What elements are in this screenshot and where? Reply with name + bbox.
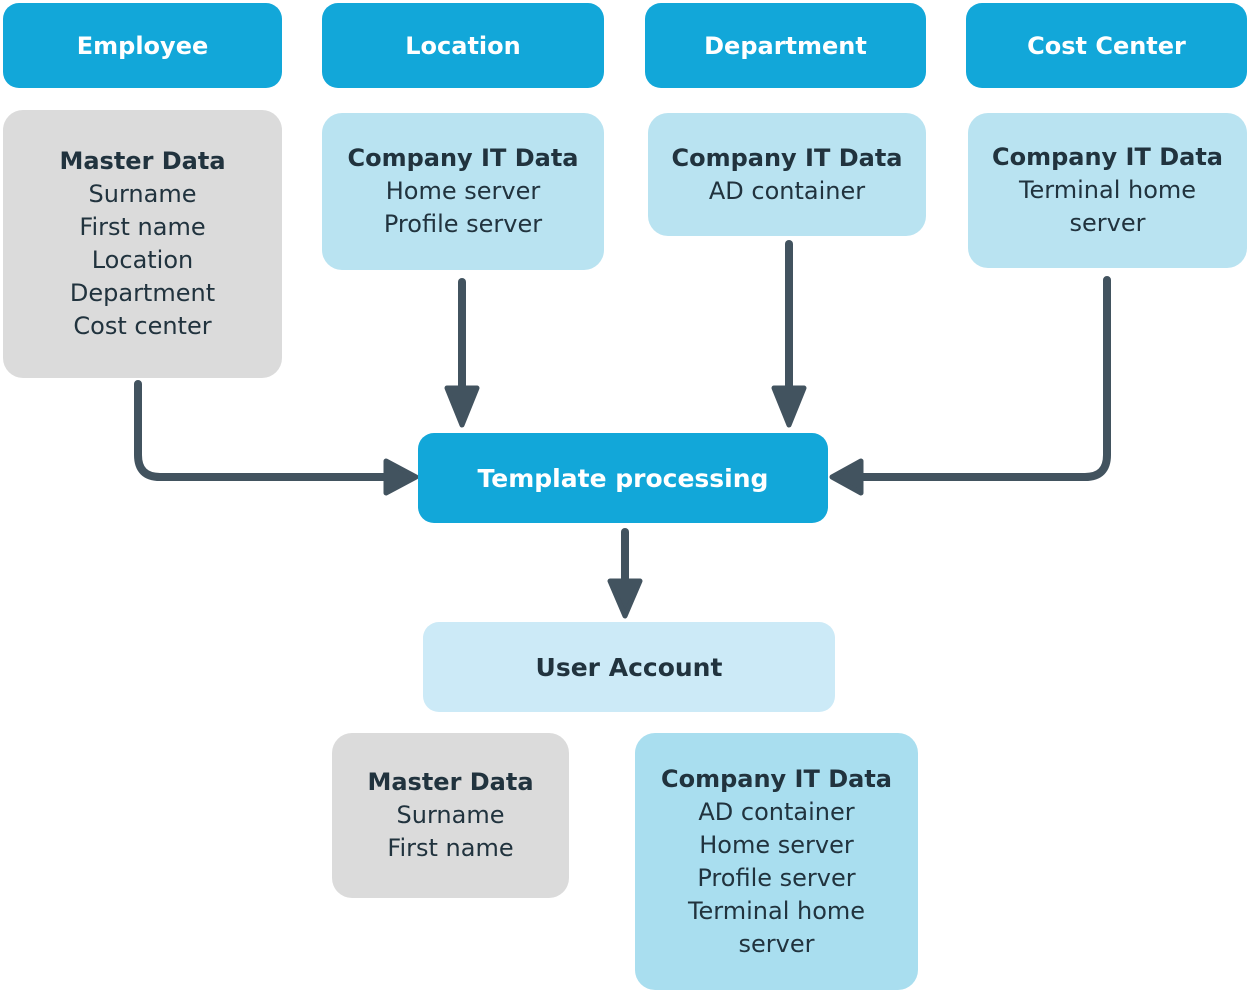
box-item-list: AD container [709,175,865,208]
box-item: Home server [699,830,854,859]
user-account-box: User Account [423,622,835,712]
box-item: First name [387,834,514,862]
header-cost-center: Cost Center [966,3,1247,88]
box-item: AD container [708,176,866,205]
box-item: Home server [385,177,541,205]
arrow-costcenter-to-template [829,276,1111,496]
arrow-employee-to-template [134,380,419,496]
box-item: Surname [88,180,197,208]
header-department: Department [645,3,926,88]
box-item: Terminal home server [1018,176,1197,237]
department-it-data-box: Company IT Data AD container [648,113,926,236]
box-item: Profile server [697,863,856,892]
box-item: Profile server [383,210,543,238]
header-location: Location [322,3,604,88]
cost-center-it-data-box: Company IT Data Terminal home server [968,113,1247,268]
box-item: Cost center [73,312,212,340]
box-title: Company IT Data [991,143,1223,171]
box-title: Company IT Data [660,764,892,793]
box-title: Master Data [59,147,226,175]
box-title: Master Data [367,768,534,796]
box-item: Surname [396,801,505,829]
box-item: First name [79,213,206,241]
box-item: Department [69,279,216,307]
arrow-department-to-template [771,240,807,428]
arrow-template-to-account [607,528,643,619]
arrow-location-to-template [444,278,480,428]
box-item: AD container [698,797,855,826]
box-item-list: Terminal home server [990,174,1225,240]
box-title: Company IT Data [347,144,579,172]
box-title: Company IT Data [671,143,903,172]
box-item: Location [91,246,194,274]
template-processing-box: Template processing [418,433,828,523]
box-item: Terminal home server [687,896,866,958]
header-employee: Employee [3,3,282,88]
